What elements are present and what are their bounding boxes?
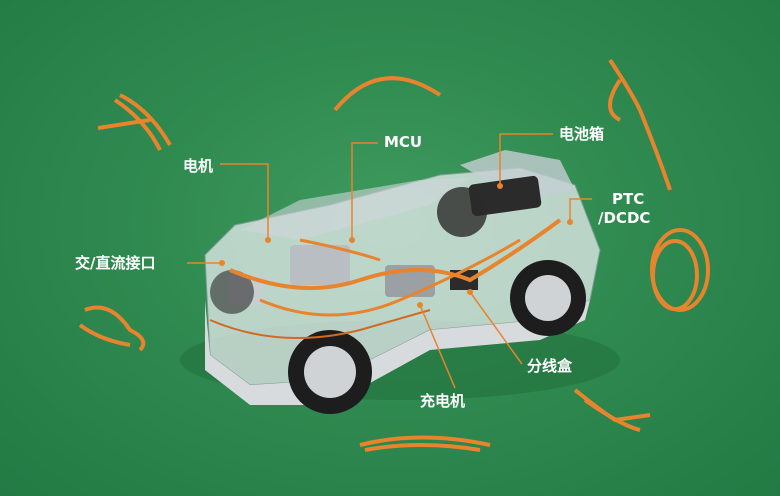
label-mcu: MCU xyxy=(384,133,423,151)
label-ptc: PTC xyxy=(612,190,645,208)
leader-lines xyxy=(187,133,592,389)
harness-samples xyxy=(78,58,710,452)
label-dcdc: /DCDC xyxy=(598,209,651,227)
label-ac-dc-port: 交/直流接口 xyxy=(75,254,156,272)
label-motor: 电机 xyxy=(183,157,214,175)
label-battery-box: 电池箱 xyxy=(559,125,605,143)
leader-dots xyxy=(219,183,573,308)
label-junction-box: 分线盒 xyxy=(527,357,573,375)
label-charger: 充电机 xyxy=(420,392,466,410)
car-illustration xyxy=(180,150,620,414)
